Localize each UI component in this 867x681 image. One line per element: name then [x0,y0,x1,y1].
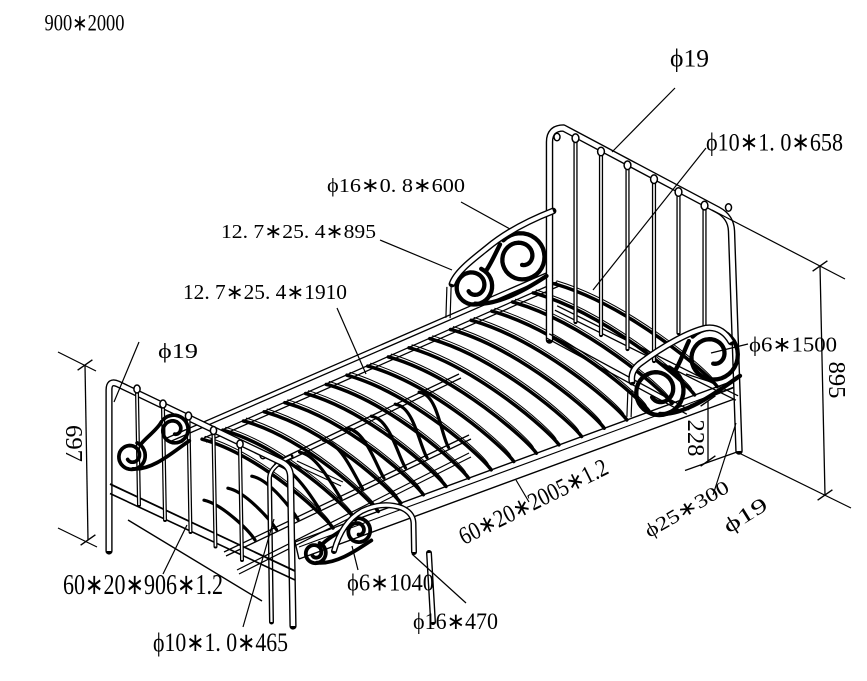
svg-text:895: 895 [823,362,849,399]
svg-text:ϕ19: ϕ19 [670,44,709,73]
svg-text:ϕ6∗1500: ϕ6∗1500 [749,333,837,357]
svg-text:ϕ10∗1. 0∗658: ϕ10∗1. 0∗658 [706,128,843,157]
svg-text:12. 7∗25. 4∗895: 12. 7∗25. 4∗895 [221,221,376,243]
svg-text:ϕ10∗1. 0∗465: ϕ10∗1. 0∗465 [153,628,288,657]
svg-text:60∗20∗906∗1.2: 60∗20∗906∗1.2 [63,569,223,601]
svg-text:697: 697 [60,425,86,462]
svg-text:228: 228 [682,420,708,457]
svg-text:ϕ16∗0. 8∗600: ϕ16∗0. 8∗600 [327,175,465,197]
svg-text:12. 7∗25. 4∗1910: 12. 7∗25. 4∗1910 [183,280,347,304]
svg-text:900∗2000: 900∗2000 [45,11,125,36]
svg-text:ϕ6∗1040: ϕ6∗1040 [347,571,434,597]
svg-text:ϕ16∗470: ϕ16∗470 [413,609,498,634]
svg-text:ϕ19: ϕ19 [158,339,198,363]
